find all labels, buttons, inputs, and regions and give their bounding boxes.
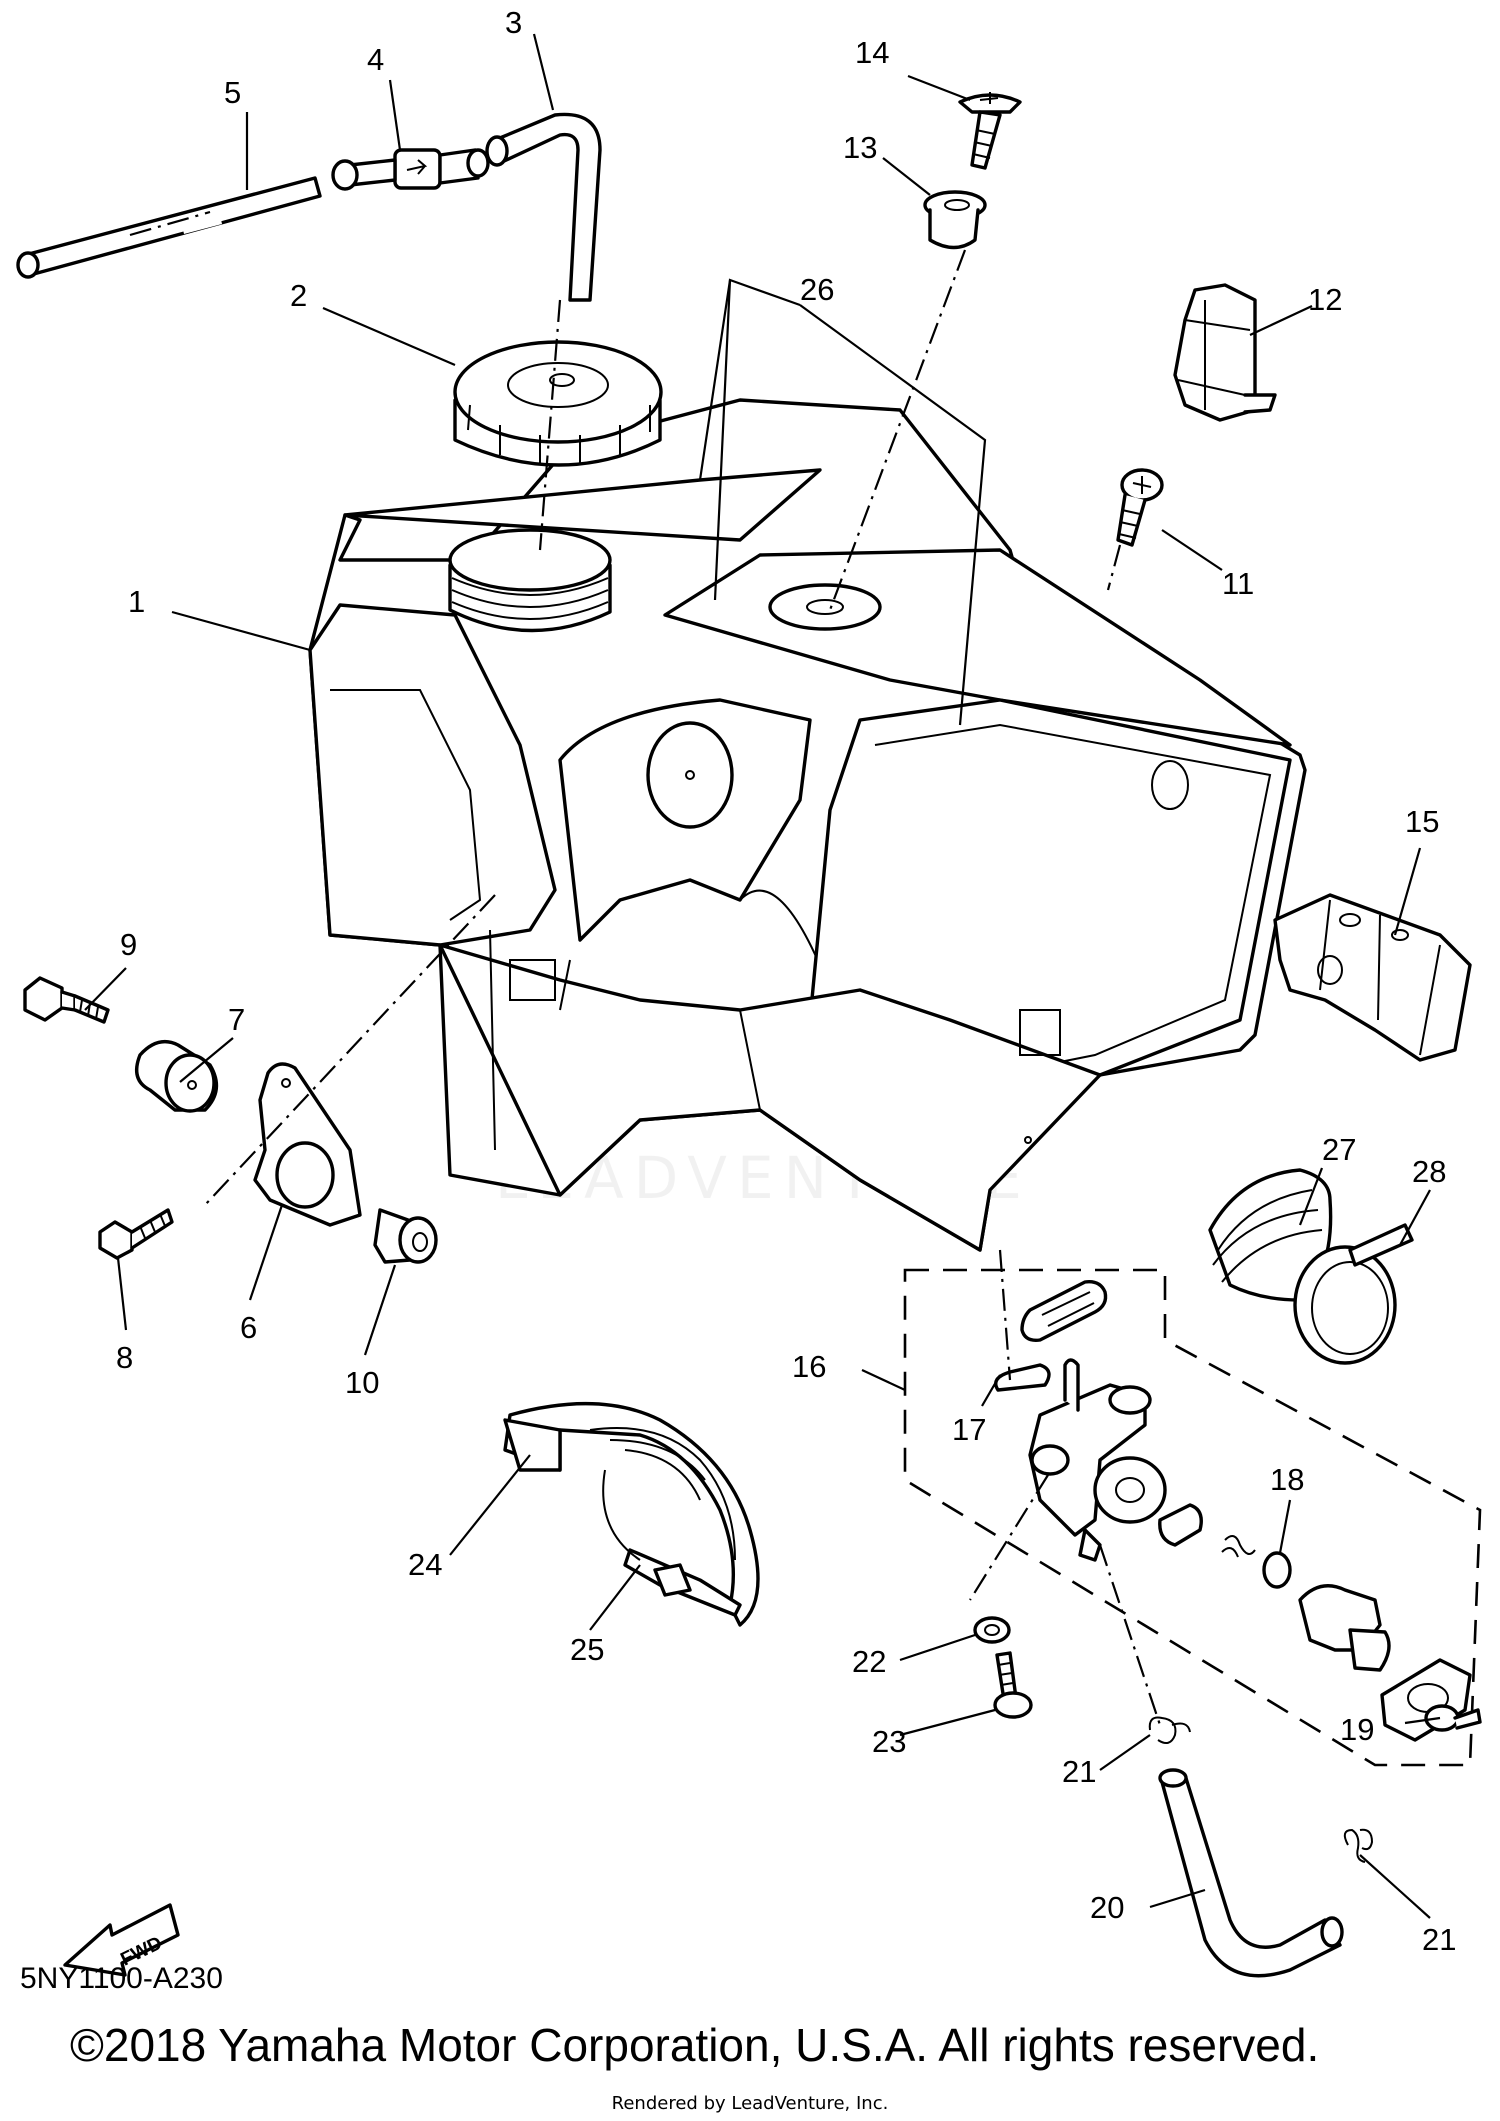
callout-5: 5 [224,75,241,110]
callout-numbers: 1 2 3 4 5 6 7 8 9 10 11 12 13 14 15 16 1… [116,5,1456,1957]
callout-4: 4 [367,42,384,77]
fuel-tank [308,398,1307,1252]
copyright-notice: ©2018 Yamaha Motor Corporation, U.S.A. A… [70,2019,1320,2071]
callout-6: 6 [240,1310,257,1345]
bolt-8 [98,1208,174,1260]
washer-22 [973,1616,1011,1644]
callout-24: 24 [408,1547,442,1582]
callout-22: 22 [852,1644,886,1679]
leader-lines [84,33,1441,1919]
rendered-by-credit: Rendered by LeadVenture, Inc. [611,2093,889,2114]
callout-25: 25 [570,1632,604,1667]
callout-21a: 21 [1062,1754,1096,1789]
alignment-lines [204,249,1162,1726]
damper-12 [1173,283,1277,422]
collar-10 [373,1208,438,1264]
strainer-17 [994,1280,1108,1392]
band-24 [503,1401,760,1627]
callout-1: 1 [128,584,145,619]
callout-20: 20 [1090,1890,1124,1925]
screw-14 [958,92,1022,170]
protector-27 [1208,1168,1333,1302]
diagram-code: 5NY1100-A230 [20,1962,223,1995]
callout-10: 10 [345,1365,379,1400]
callout-3: 3 [505,5,522,40]
callout-9: 9 [120,927,137,962]
callout-7: 7 [228,1002,245,1037]
guard-15 [1273,893,1472,1062]
fuel-cock-body [1028,1358,1167,1562]
callout-12: 12 [1308,282,1342,317]
collar-13 [923,190,987,250]
vent-hose [16,176,322,279]
callout-18: 18 [1270,1462,1304,1497]
callout-26: 26 [800,272,834,307]
callout-15: 15 [1405,804,1439,839]
breather-hose [485,112,602,302]
callout-21b: 21 [1422,1922,1456,1957]
callout-2: 2 [290,278,307,313]
fuel-cock-assembly [903,1268,1482,1767]
fuel-cock-internals [1158,1503,1472,1742]
callout-28: 28 [1412,1154,1446,1189]
bracket-6 [253,1062,362,1227]
callout-14: 14 [855,35,889,70]
check-valve [331,148,490,191]
callout-27: 27 [1322,1132,1356,1167]
damper-7 [135,1040,219,1113]
hose-clip-21-lower [1343,1828,1374,1863]
screw-23 [993,1651,1033,1719]
fuel-cap [453,340,663,467]
callout-16: 16 [792,1349,826,1384]
band-28 [1293,1223,1414,1365]
callout-11: 11 [1222,566,1254,601]
bolt-11 [1116,468,1164,547]
callout-17: 17 [952,1412,986,1447]
fuel-hose-20 [1158,1768,1344,1978]
callout-13: 13 [843,130,877,165]
callout-8: 8 [116,1340,133,1375]
screw-19 [1424,1704,1482,1732]
callout-19: 19 [1340,1712,1374,1747]
cable-tie-25 [602,1469,742,1617]
callout-23: 23 [872,1724,906,1759]
bolt-9 [23,976,110,1024]
hose-clip-21-upper [1148,1716,1191,1745]
